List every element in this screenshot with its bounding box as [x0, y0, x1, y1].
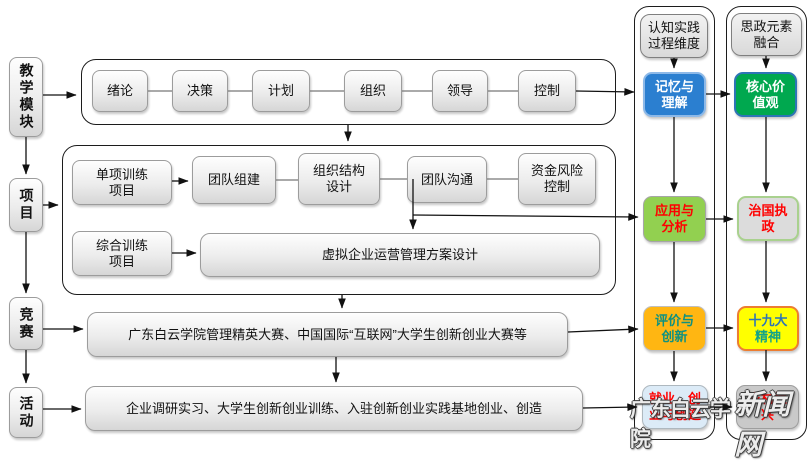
memory-understanding-box: 记忆与 理解 — [643, 72, 706, 117]
diagram-stage: 教学模块 项目 竞赛 活动 绪论 决策 计划 组织 领导 控制 单项训练 项目 … — [9, 6, 807, 461]
comprehensive-training-project-box: 综合训练 项目 — [72, 231, 172, 276]
org-structure-design-box: 组织结构 设计 — [298, 153, 380, 205]
governance-box: 治国执 政 — [737, 196, 799, 241]
team-building-box: 团队组建 — [192, 156, 276, 204]
planning-box: 计划 — [252, 70, 310, 112]
congress-spirit-line2: 精神 — [754, 328, 781, 344]
single-training-project-box: 单项训练 项目 — [72, 160, 172, 205]
activity-box: 活动 — [9, 387, 43, 438]
activity-row-box: 企业调研实习、大学生创新创业训练、入驻创新创业实践基地创业、创造 — [85, 386, 583, 431]
project-box: 项目 — [9, 178, 43, 232]
intro-box: 绪论 — [92, 70, 148, 112]
project-training-container — [62, 145, 616, 295]
cognition-header: 认知实践 过程维度 — [640, 14, 708, 58]
congress-spirit-line1: 十九大 — [748, 312, 788, 328]
leadership-box: 领导 — [432, 70, 488, 112]
organization-box: 组织 — [344, 70, 402, 112]
teaching-module-box: 教学模块 — [9, 57, 43, 137]
employment-entrepreneurship-box: 就业、创 业与创造 — [642, 385, 708, 429]
competition-box: 竞赛 — [9, 297, 43, 350]
competition-row-box: 广东白云学院管理精英大赛、中国国际“互联网”大学生创新创业大赛等 — [87, 312, 568, 357]
fund-risk-control-box: 资金风险 控制 — [518, 153, 596, 205]
virtual-enterprise-plan-box: 虚拟企业运营管理方案设计 — [200, 233, 600, 277]
evaluation-innovation-box: 评价与 创新 — [643, 306, 706, 351]
decision-box: 决策 — [172, 70, 228, 112]
rural-revitalization-box: 乡村振 兴 — [736, 385, 799, 429]
ideology-column-container — [726, 6, 807, 440]
control-box: 控制 — [518, 70, 576, 112]
team-communication-box: 团队沟通 — [407, 156, 487, 203]
application-analysis-box: 应用与 分析 — [643, 196, 706, 242]
core-values-box: 核心价 值观 — [734, 72, 797, 117]
cognition-column-container — [634, 6, 715, 440]
congress-spirit-box: 十九大 精神 — [737, 306, 799, 351]
ideology-header: 思政元素 融合 — [731, 13, 802, 56]
